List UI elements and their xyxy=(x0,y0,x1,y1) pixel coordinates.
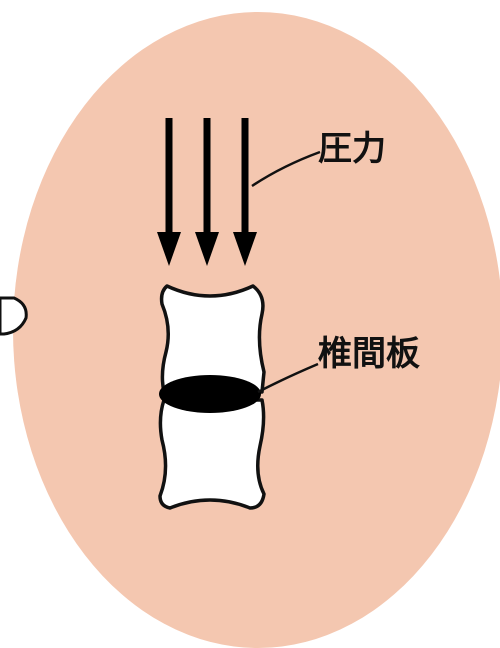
pressure-label: 圧力 xyxy=(318,129,386,169)
lower-vertebra xyxy=(160,400,264,508)
intervertebral-disc xyxy=(159,375,261,413)
disc-label: 椎間板 xyxy=(318,334,420,374)
pressure-arrows xyxy=(157,118,257,266)
